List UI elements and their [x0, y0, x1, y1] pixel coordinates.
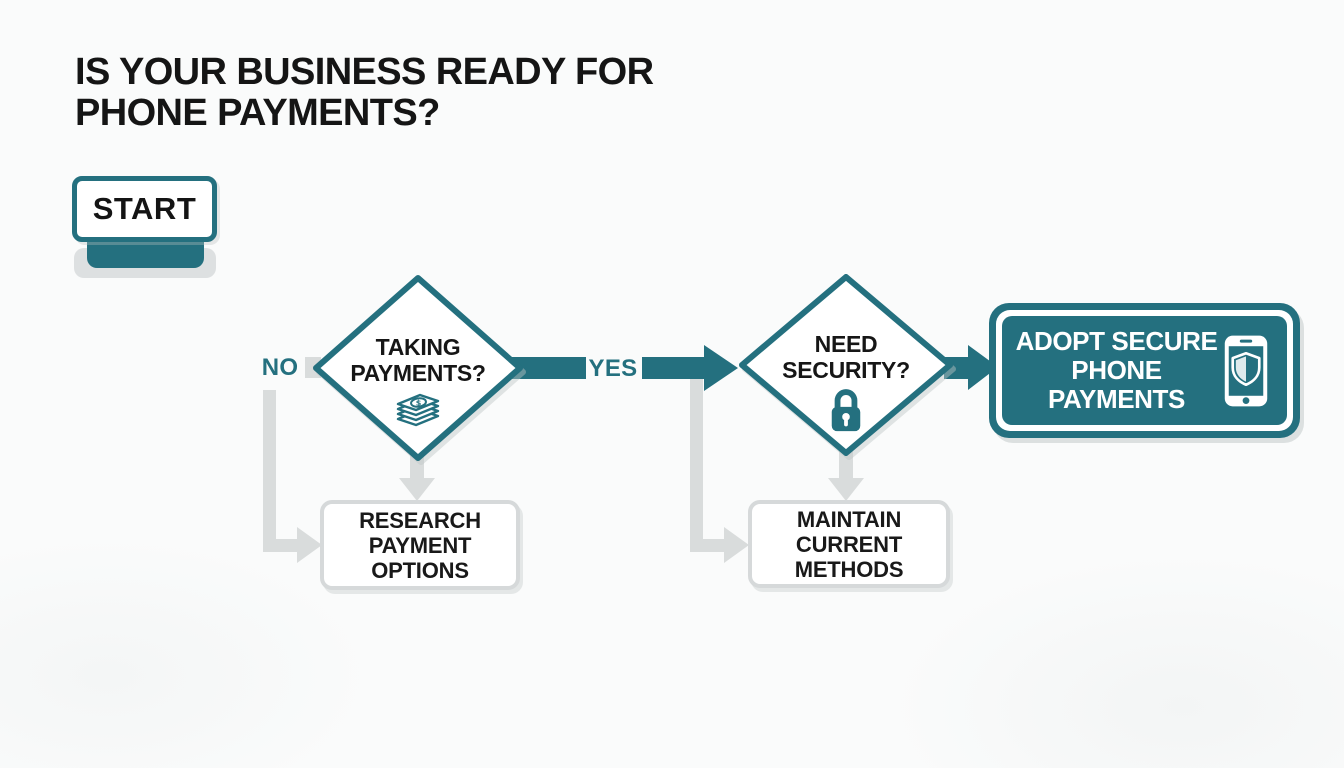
down-arrow-maintain [828, 450, 864, 501]
no-path-connector [263, 390, 322, 563]
decision-taking-payments-text: TAKING PAYMENTS? [333, 334, 503, 386]
adopt-arrow [944, 345, 998, 390]
phone-shield-icon [1223, 332, 1269, 410]
padlock-icon [827, 386, 865, 434]
page-title-line2: PHONE PAYMENTS? [75, 92, 440, 134]
start-button: START [72, 176, 217, 242]
research-line3: OPTIONS [371, 557, 469, 583]
node-adopt-secure-phone-payments: ADOPT SECURE PHONE PAYMENTS [989, 303, 1300, 438]
edge-label-no: NO [261, 354, 299, 381]
decision-diamond-taking-payments [313, 275, 523, 461]
research-line2: PAYMENT [368, 532, 472, 558]
down-arrow-research [399, 452, 435, 501]
adopt-node-text: ADOPT SECURE PHONE PAYMENTS [1002, 327, 1223, 414]
yes-arrow-segment2 [642, 345, 738, 391]
page-title-line1: IS YOUR BUSINESS READY FOR [75, 51, 654, 93]
decision-need-security-text: NEED SECURITY? [761, 331, 931, 383]
maintain-line3: METHODS [794, 556, 904, 582]
decision-diamond-need-security [739, 274, 953, 456]
page-title: IS YOUR BUSINESS READY FOR PHONE PAYMENT… [75, 52, 715, 134]
edge-label-yes: YES [588, 355, 638, 382]
start-button-label: START [92, 191, 197, 226]
svg-text:$: $ [416, 399, 422, 408]
money-stack-icon: $ [392, 388, 444, 430]
adopt-line2: PHONE PAYMENTS [1048, 355, 1185, 414]
decision2-line2: SECURITY? [782, 357, 910, 383]
yes-arrow-segment1 [512, 357, 586, 379]
node-research-payment-options: RESEARCH PAYMENT OPTIONS [320, 500, 520, 590]
decision1-line2: PAYMENTS? [350, 360, 486, 386]
maintain-line2: CURRENT [795, 531, 903, 557]
adopt-line1: ADOPT SECURE [1015, 326, 1218, 356]
yes-drop-connector [690, 379, 749, 563]
decision1-line1: TAKING [375, 334, 461, 360]
maintain-line1: MAINTAIN [796, 506, 902, 532]
research-line1: RESEARCH [359, 507, 481, 533]
adopt-node-inner: ADOPT SECURE PHONE PAYMENTS [1002, 316, 1287, 425]
node-maintain-current-methods: MAINTAIN CURRENT METHODS [748, 500, 950, 588]
decision2-line1: NEED [814, 331, 878, 357]
